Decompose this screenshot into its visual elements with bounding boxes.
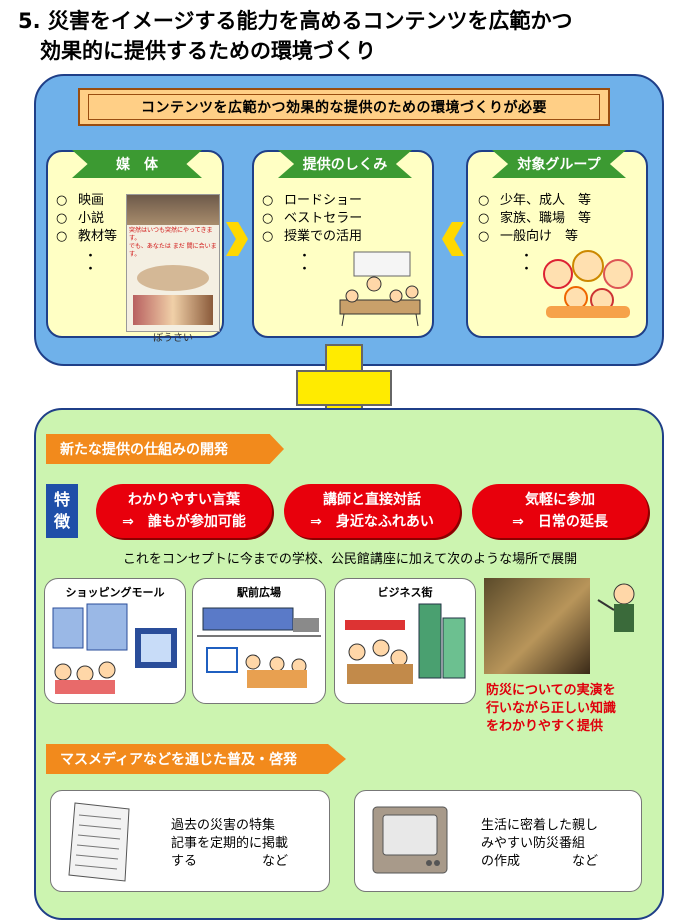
feature-label: 特 徴 bbox=[46, 484, 78, 538]
target-group-list: 少年、成人 等 家族、職場 等 一般向け 等 bbox=[478, 192, 591, 246]
list-item: 教材等 bbox=[56, 228, 117, 246]
feature-pill-direct-dialogue: 講師と直接対話 ⇒ 身近なふれあい bbox=[284, 484, 460, 538]
list-item: 小説 bbox=[56, 210, 117, 228]
place-card-station-plaza: 駅前広場 bbox=[192, 578, 326, 704]
page-title-line-2: 効果的に提供するための環境づくり bbox=[40, 39, 376, 63]
target-group-column: 対象グループ 少年、成人 等 家族、職場 等 一般向け 等 ・・ bbox=[466, 150, 648, 338]
poster-photo bbox=[127, 195, 219, 225]
delivery-column: 提供のしくみ ロードショー ベストセラー 授業での活用 ・・ bbox=[252, 150, 434, 338]
tv-program-card: 生活に密着した親し みやすい防災番組 の作成 など bbox=[354, 790, 642, 892]
ellipsis-dots: ・・ bbox=[298, 249, 312, 277]
media-column: 媒 体 映画 小説 教材等 ・・ 突然はいつも突然にやってきます。でも、あなたは… bbox=[46, 150, 224, 344]
station-plaza-illustration bbox=[197, 607, 321, 688]
delivery-tag: 提供のしくみ bbox=[278, 150, 412, 178]
lecturer-illustration bbox=[597, 583, 635, 632]
list-item: 授業での活用 bbox=[262, 228, 362, 246]
list-item: 家族、職場 等 bbox=[478, 210, 591, 228]
chevron-left-icon bbox=[442, 222, 464, 256]
chevron-right-icon bbox=[226, 222, 248, 256]
media-list: 映画 小説 教材等 bbox=[56, 192, 117, 246]
classroom-illustration bbox=[339, 251, 421, 327]
mass-media-tag: マスメディアなどを通じた普及・啓発 bbox=[46, 744, 346, 774]
poster-title: ぼうさい bbox=[153, 333, 193, 344]
place-label: 駅前広場 bbox=[237, 586, 281, 599]
plus-icon-center bbox=[327, 372, 361, 404]
poster-text: 突然はいつも突然にやってきます。でも、あなたは まだ 間に合います。 bbox=[129, 227, 217, 258]
place-label: ショッピングモール bbox=[65, 586, 165, 599]
business-district-illustration bbox=[345, 603, 466, 684]
feature-pill-easy-words: わかりやすい言葉 ⇒ 誰もが参加可能 bbox=[96, 484, 272, 538]
list-item: 一般向け 等 bbox=[478, 228, 591, 246]
concept-text: これをコンセプトに今までの学校、公民館講座に加えて次のような場所で展開 bbox=[122, 552, 578, 567]
tv-program-text: 生活に密着した親し みやすい防災番組 の作成 など bbox=[481, 818, 599, 869]
new-system-tag: 新たな提供の仕組みの開発 bbox=[46, 434, 284, 464]
family-illustration bbox=[543, 250, 633, 318]
list-item: ロードショー bbox=[262, 192, 362, 210]
demonstration-note: 防災についての実演を 行いながら正しい知識 をわかりやすく提供 bbox=[486, 683, 617, 734]
ellipsis-dots: ・・ bbox=[84, 249, 98, 277]
poster-family-photo bbox=[133, 295, 213, 325]
requirement-banner: コンテンツを広範かつ効果的な提供のための環境づくりが必要 bbox=[78, 88, 610, 126]
ellipsis-dots: ・・ bbox=[520, 249, 534, 277]
place-card-business-district: ビジネス街 bbox=[334, 578, 476, 704]
shopping-mall-illustration bbox=[52, 603, 177, 694]
place-label: ビジネス街 bbox=[377, 586, 433, 599]
list-item: ベストセラー bbox=[262, 210, 362, 228]
media-tag: 媒 体 bbox=[72, 150, 202, 178]
place-card-shopping-mall: ショッピングモール bbox=[44, 578, 186, 704]
newspaper-text: 過去の災害の特集 記事を定期的に掲載 する など bbox=[171, 818, 289, 869]
feature-pill-casual-participation: 気軽に参加 ⇒ 日常の延長 bbox=[472, 484, 648, 538]
movie-poster-image: 突然はいつも突然にやってきます。でも、あなたは まだ 間に合います。 ぼうさい bbox=[126, 194, 220, 344]
page-title: 5. 災害をイメージする能力を高めるコンテンツを広範かつ 効果的に提供するための… bbox=[18, 6, 572, 66]
list-item: 少年、成人 等 bbox=[478, 192, 591, 210]
newspaper-card: 過去の災害の特集 記事を定期的に掲載 する など bbox=[50, 790, 330, 892]
newspaper-icon bbox=[68, 802, 130, 882]
delivery-list: ロードショー ベストセラー 授業での活用 bbox=[262, 192, 362, 246]
list-item: 映画 bbox=[56, 192, 117, 210]
poster-emblem bbox=[137, 265, 209, 291]
target-group-tag: 対象グループ bbox=[492, 150, 626, 178]
television-icon bbox=[372, 806, 448, 874]
demonstration-photo bbox=[484, 578, 590, 674]
page-title-line-1: 5. 災害をイメージする能力を高めるコンテンツを広範かつ bbox=[18, 9, 573, 33]
